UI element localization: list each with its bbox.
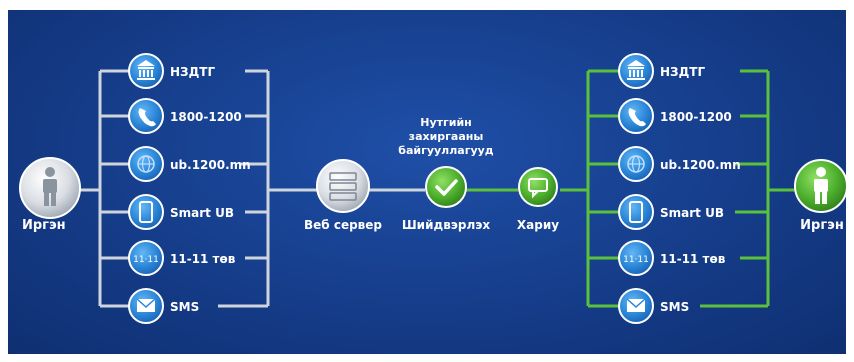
svg-text:байгууллагууд: байгууллагууд bbox=[398, 144, 494, 157]
checkmark-icon bbox=[435, 179, 458, 196]
svg-text:11·11: 11·11 bbox=[133, 255, 159, 265]
right-connectors bbox=[466, 69, 795, 308]
right-citizen-label: Иргэн bbox=[800, 218, 844, 233]
phone-icon bbox=[618, 98, 654, 134]
channel-label: 1800-1200 bbox=[170, 110, 242, 124]
decision-label: Шийдвэрлэх bbox=[402, 218, 491, 232]
web-server-label: Веб сервер bbox=[304, 218, 382, 232]
channel-label: 11-11 төв bbox=[660, 252, 726, 266]
org-label: Нутгийн захиргааны байгууллагууд bbox=[398, 116, 494, 157]
left-channel-icons: 11·11 bbox=[128, 53, 164, 324]
chat-bubble-icon bbox=[528, 178, 548, 199]
person-icon bbox=[43, 167, 57, 206]
left-citizen-node bbox=[19, 157, 81, 219]
channel-label: Smart UB bbox=[660, 206, 724, 220]
decision-node bbox=[425, 166, 467, 208]
globe-icon bbox=[128, 146, 164, 182]
person-icon bbox=[814, 167, 828, 204]
channel-label: НЗДТГ bbox=[660, 65, 705, 79]
channel-label: 11-11 төв bbox=[170, 252, 236, 266]
left-channel-labels: НЗДТГ 1800-1200 ub.1200.mn Smart UB 11-1… bbox=[170, 65, 251, 314]
svg-text:захиргааны: захиргааны bbox=[409, 130, 484, 143]
bank-icon bbox=[618, 53, 654, 89]
right-citizen-node bbox=[794, 159, 848, 213]
phone-icon bbox=[128, 98, 164, 134]
svg-text:11·11: 11·11 bbox=[623, 255, 649, 265]
call-center-icon: 11·11 bbox=[618, 240, 654, 276]
left-connectors bbox=[80, 69, 425, 308]
right-channel-icons: 11·11 bbox=[618, 53, 654, 324]
channel-label: НЗДТГ bbox=[170, 65, 215, 79]
svg-text:Нутгийн: Нутгийн bbox=[420, 116, 472, 129]
server-icon bbox=[329, 172, 357, 201]
web-server-node bbox=[316, 159, 370, 213]
mail-icon bbox=[128, 288, 164, 324]
right-channel-labels: НЗДТГ 1800-1200 ub.1200.mn Smart UB 11-1… bbox=[660, 65, 741, 314]
response-node bbox=[518, 167, 558, 207]
channel-label: Smart UB bbox=[170, 206, 234, 220]
globe-icon bbox=[618, 146, 654, 182]
channel-label: ub.1200.mn bbox=[170, 158, 251, 172]
call-center-icon: 11·11 bbox=[128, 240, 164, 276]
mobile-icon bbox=[128, 194, 164, 230]
mobile-icon bbox=[618, 194, 654, 230]
channel-label: SMS bbox=[660, 300, 689, 314]
channel-label: ub.1200.mn bbox=[660, 158, 741, 172]
mail-icon bbox=[618, 288, 654, 324]
bank-icon bbox=[128, 53, 164, 89]
response-label: Хариу bbox=[517, 218, 559, 232]
left-citizen-label: Иргэн bbox=[22, 218, 66, 233]
channel-label: SMS bbox=[170, 300, 199, 314]
channel-label: 1800-1200 bbox=[660, 110, 732, 124]
